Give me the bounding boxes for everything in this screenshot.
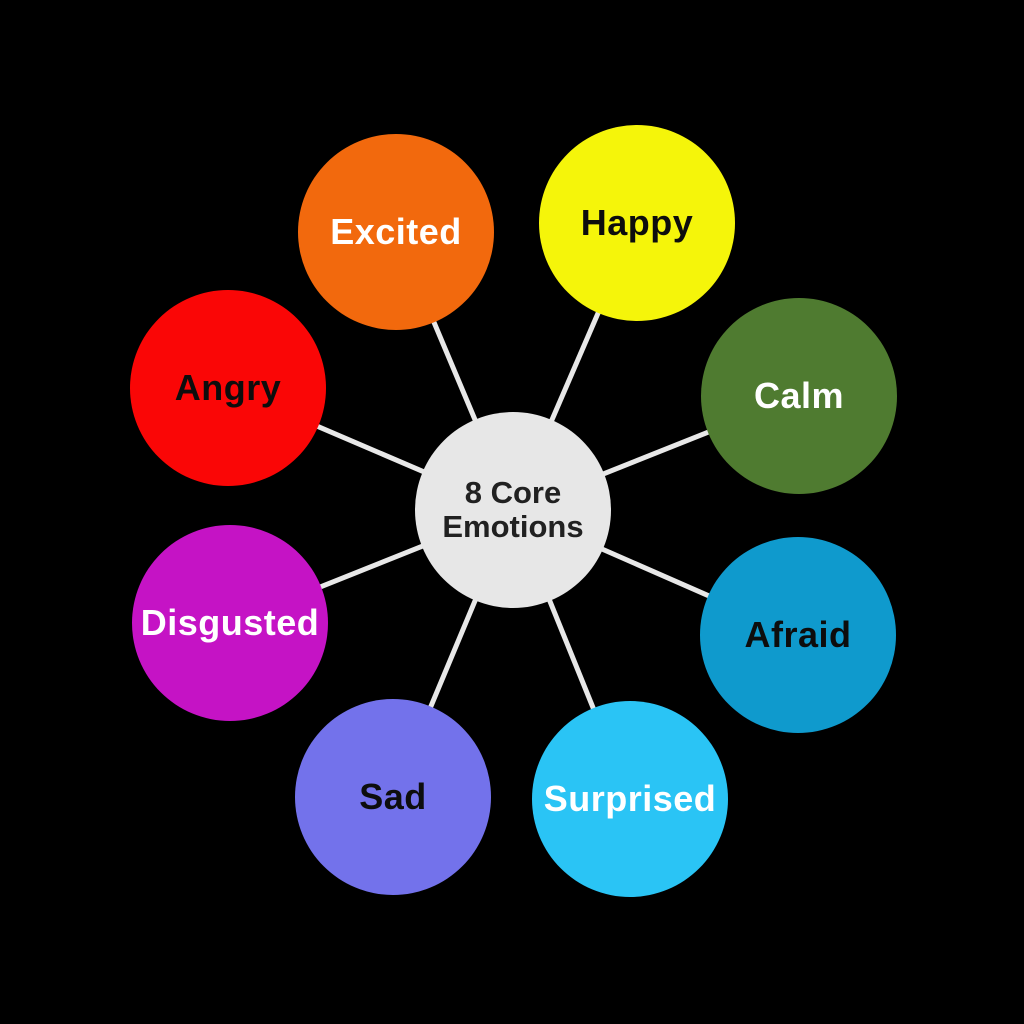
emotion-node-label: Excited [330, 211, 462, 252]
emotion-node-label: Happy [580, 202, 694, 243]
emotion-node-disgusted: Disgusted [132, 525, 328, 721]
center-node: 8 Core Emotions [415, 412, 611, 608]
emotion-node-label: Disgusted [140, 602, 320, 643]
emotion-node-label: Surprised [543, 778, 717, 819]
emotion-node-happy: Happy [539, 125, 735, 321]
emotion-node-afraid: Afraid [700, 537, 896, 733]
emotion-node-surprised: Surprised [532, 701, 728, 897]
emotion-node-sad: Sad [295, 699, 491, 895]
emotion-node-label: Sad [359, 776, 427, 817]
center-node-label: 8 Core Emotions [442, 474, 584, 544]
emotion-node-calm: Calm [701, 298, 897, 494]
emotion-node-label: Afraid [744, 614, 852, 655]
emotion-node-excited: Excited [298, 134, 494, 330]
emotion-node-label: Calm [753, 375, 845, 416]
emotion-node-label: Angry [174, 367, 282, 408]
emotion-node-angry: Angry [130, 290, 326, 486]
